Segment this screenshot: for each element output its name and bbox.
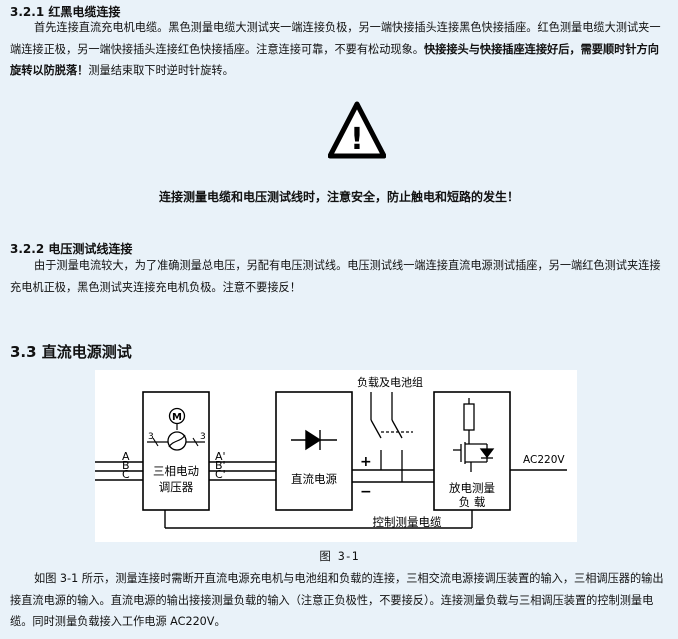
dc-source-box (275, 391, 353, 511)
phase-label-a: A (122, 450, 130, 463)
dc-bus-lines (352, 469, 434, 483)
discharge-load-label-2: 负 载 (459, 495, 486, 509)
input-phase-lines (95, 461, 143, 481)
motor-label: M (172, 412, 182, 423)
regulator-label-2: 调压器 (159, 480, 194, 494)
discharge-load-label-1: 放电测量 (449, 481, 495, 495)
paragraph-text: 如图 3-1 所示，测量连接时需断开直流电源充电机与电池组和负载的连接，三相交流… (10, 572, 664, 628)
phase-label-c: C (122, 468, 130, 481)
paragraph-text: 首先连接直流充电机电缆。黑色测量电缆大测试夹一端连接负极，另一端快接插头连接黑色… (10, 21, 661, 56)
figure-caption: 图 3-1 (319, 549, 359, 563)
motor-symbol (168, 407, 186, 425)
load-circuit-symbol (453, 398, 495, 472)
warning-exclamation: ! (350, 122, 364, 157)
control-cable-label: 控制测量电缆 (373, 515, 442, 529)
figure-description-paragraph: 如图 3-1 所示，测量连接时需断开直流电源充电机与电池组和负载的连接，三相交流… (10, 568, 670, 633)
section-3-2-2-title: 3.2.2 电压测试线连接 (10, 242, 133, 256)
paragraph-text: 测量结束取下时逆时针旋转。 (88, 64, 234, 77)
warning-triangle-icon: ! (327, 101, 387, 159)
phase-label-a-out: A' (215, 450, 226, 463)
section-3-2-1-paragraph: 首先连接直流充电机电缆。黑色测量电缆大测试夹一端连接负极，另一端快接插头连接黑色… (10, 17, 670, 82)
paragraph-text: 由于测量电流较大，为了准确测量总电压，另配有电压测试线。电压测试线一端连接直流电… (10, 259, 661, 294)
output-phase-lines (209, 461, 276, 481)
winding-count-right: 3 (200, 432, 206, 442)
section-3-2-2-paragraph: 由于测量电流较大，为了准确测量总电压，另配有电压测试线。电压测试线一端连接直流电… (10, 255, 670, 298)
warning-text: 连接测量电缆和电压测试线时，注意安全，防止触电和短路的发生！ (158, 190, 519, 204)
phase-label-c-out: C' (215, 468, 226, 481)
control-cable-line (164, 510, 473, 529)
section-3-2-1-title: 3.2.1 红黑电缆连接 (10, 5, 121, 19)
positive-terminal: + (360, 454, 372, 470)
paragraph-bold-warning: 快接接头与快接插座连接好后，需要顺时针方向旋转以防脱落！ (10, 42, 659, 78)
phase-label-b: B (122, 459, 130, 472)
winding-count-left: 3 (148, 432, 154, 442)
load-battery-label: 负载及电池组 (357, 375, 423, 389)
negative-terminal: − (360, 484, 372, 500)
figure-3-1-diagram: A B C M 3 3 三相电动 调压器 A' B' C' (95, 370, 577, 542)
transformer-symbol (167, 431, 187, 451)
dc-source-label: 直流电源 (291, 472, 337, 486)
ac220v-label: AC220V (523, 454, 565, 466)
diode-symbol (291, 429, 337, 451)
section-3-3-title: 3.3 直流电源测试 (10, 343, 132, 361)
phase-label-b-out: B' (215, 459, 226, 472)
regulator-label-1: 三相电动 (153, 464, 199, 478)
load-switch (370, 392, 413, 482)
